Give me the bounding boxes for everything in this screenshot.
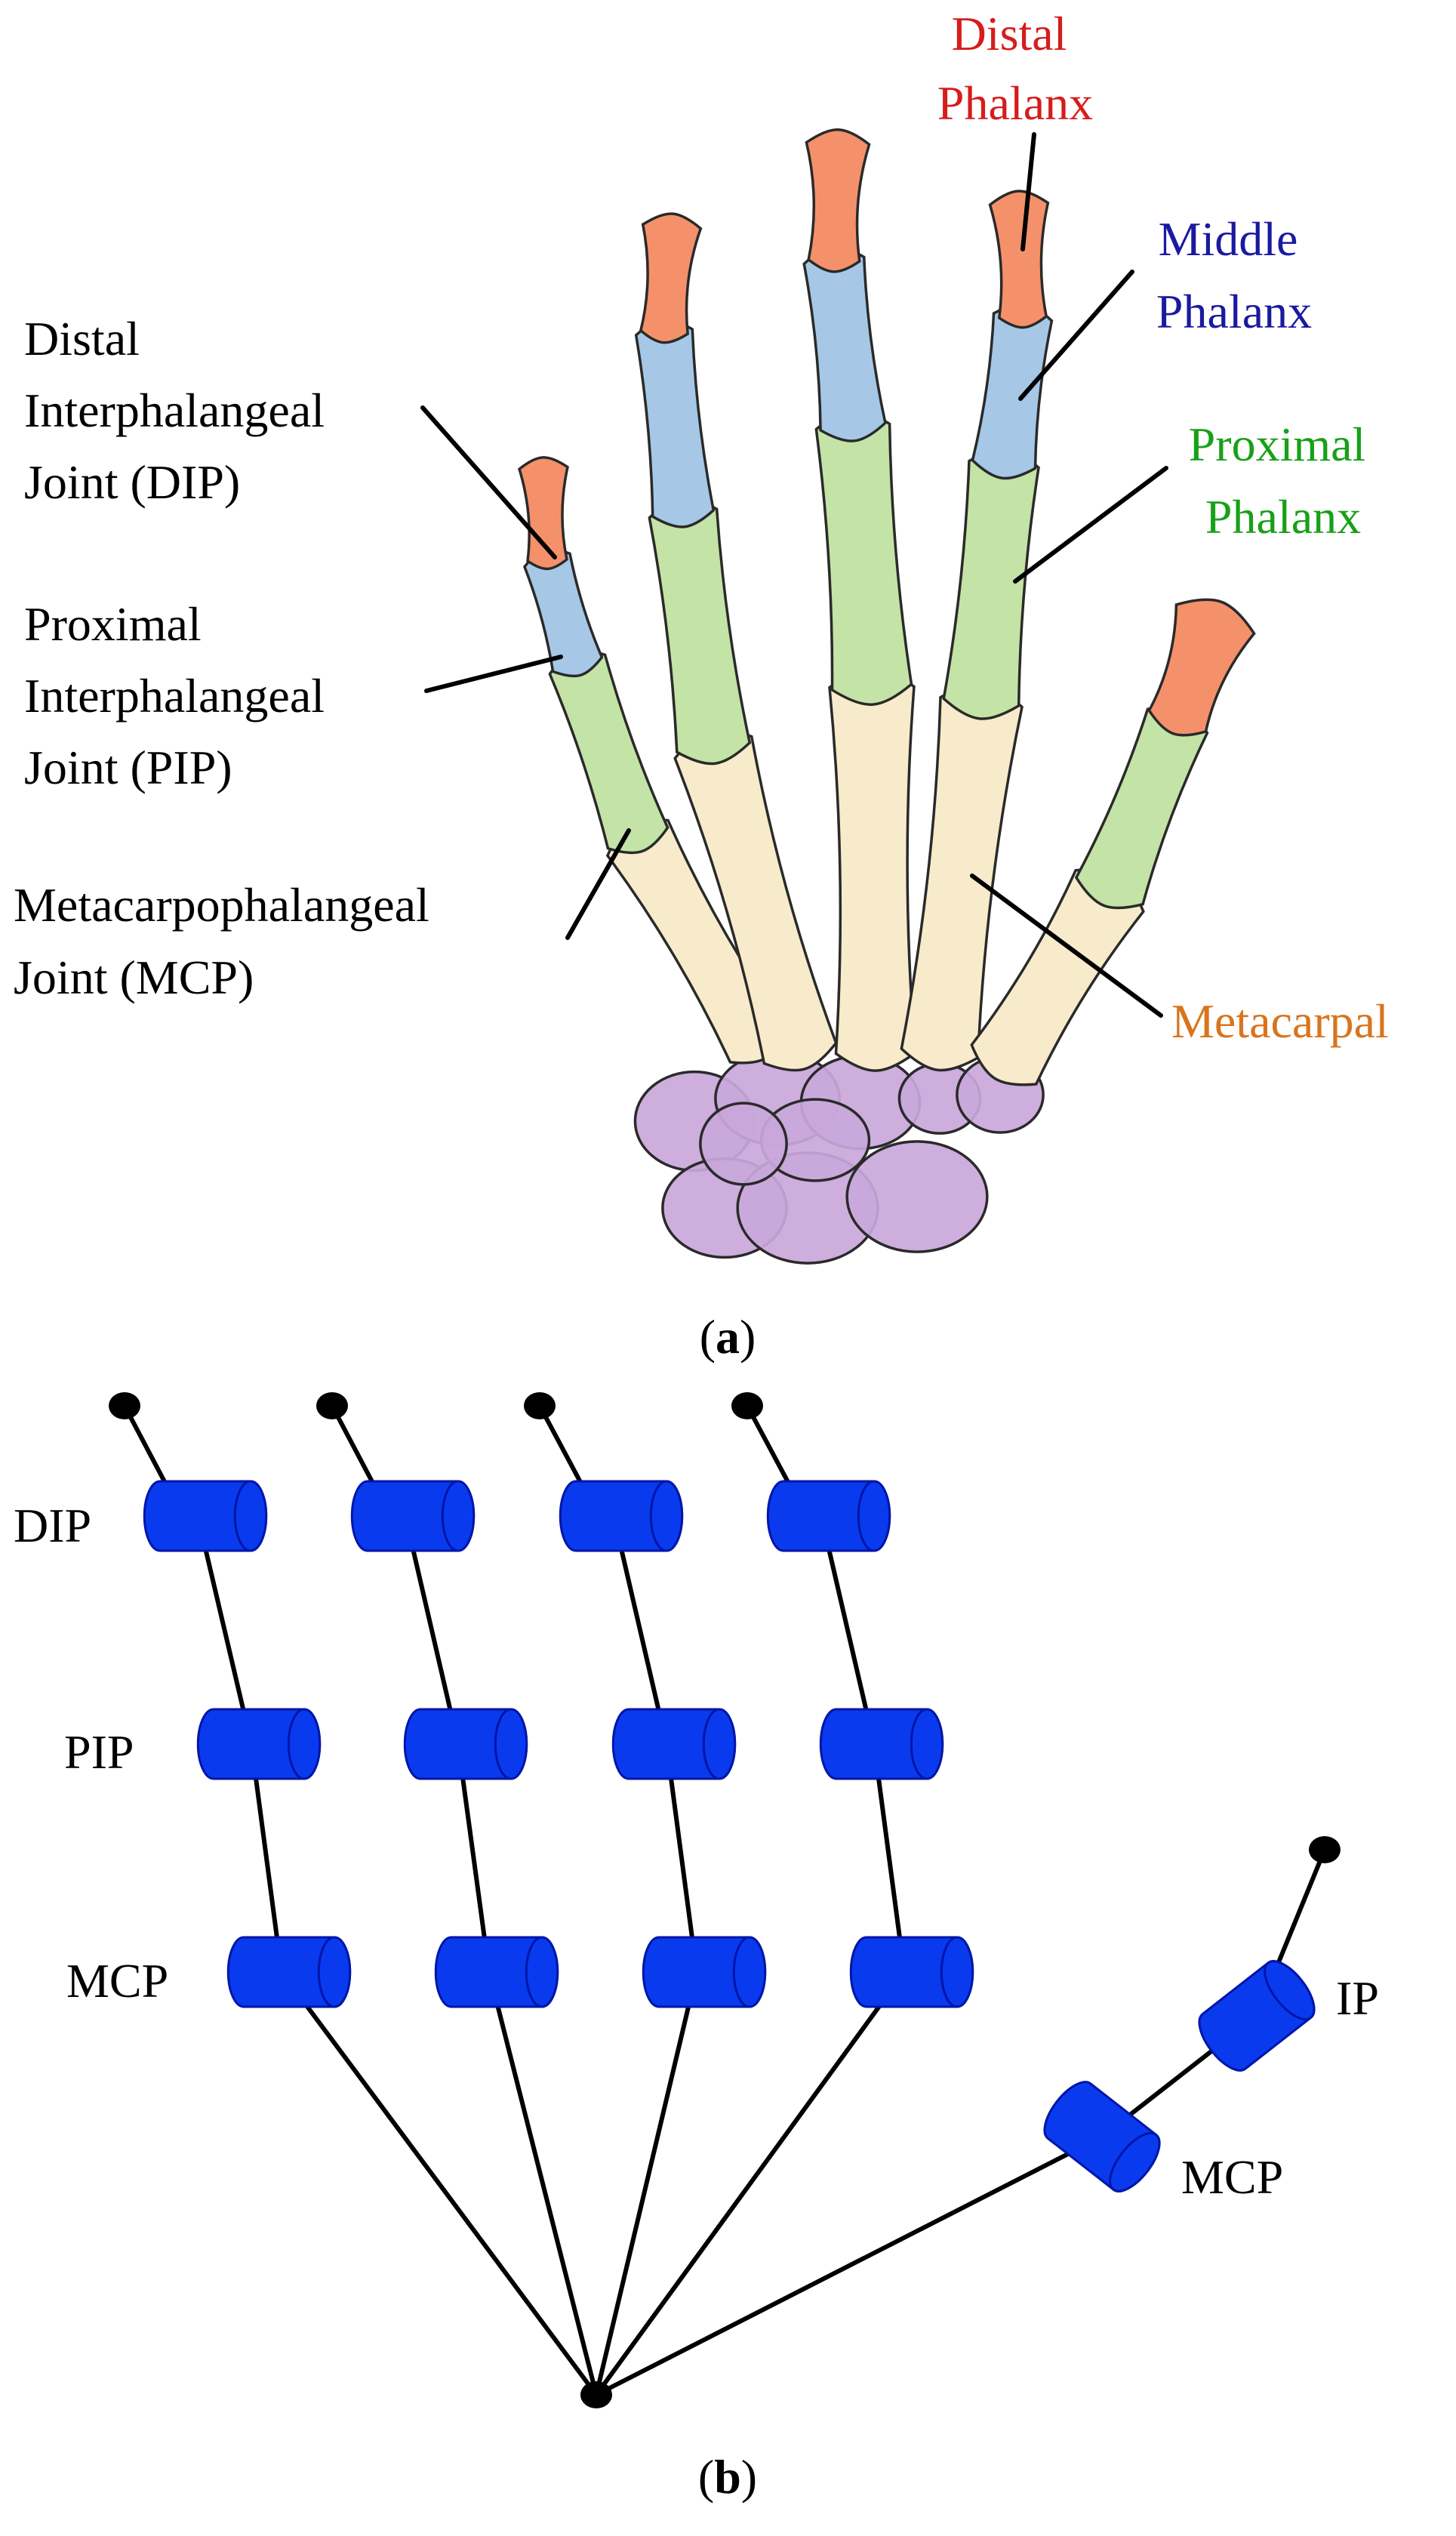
link-middle (403, 1514, 460, 1746)
metacarpal-ring (673, 728, 838, 1072)
metacarpal-middle (828, 667, 917, 1072)
link-thumb-metacarpal (594, 2134, 1104, 2397)
thumb-mcp-joint (1043, 2081, 1161, 2192)
kinematic-panel: DIP PIP MCP IP MCP (b) (14, 1392, 1379, 2504)
leader-distal-phalanx (1020, 132, 1036, 251)
proximal-phalanx-index (942, 447, 1040, 720)
metacarpal-bones (605, 667, 1145, 1086)
link-metacarpal (594, 1970, 699, 2397)
link-metacarpal (279, 1970, 599, 2397)
caption-a: (a) (700, 1310, 756, 1364)
link-proximal (456, 1742, 491, 1974)
carpal-bones (633, 1050, 1045, 1265)
pip-joint-1 (196, 1708, 322, 1780)
pip-joint-3 (611, 1708, 737, 1780)
row-label-mcp: MCP (66, 1954, 168, 2008)
label-pip: Proximal Interphalangeal Joint (PIP) (24, 597, 337, 794)
label-mcp: Metacarpophalangeal Joint (MCP) (14, 878, 442, 1004)
joint-cylinder-face (287, 1708, 322, 1780)
proximal-phalanges (548, 408, 1209, 910)
dip-joint-4 (766, 1480, 891, 1552)
joint-cylinder-face (317, 1936, 352, 2008)
link-proximal (872, 1742, 907, 1974)
distal-phalanx-middle (805, 128, 871, 273)
label-middle-phalanx: Middle Phalanx (1156, 212, 1312, 338)
thumb-label-ip: IP (1336, 1971, 1379, 2025)
joint-cylinder-face (1264, 1960, 1316, 2021)
base-dot (580, 2381, 612, 2408)
link-middle (195, 1514, 254, 1746)
middle-phalanx-index (971, 303, 1054, 480)
joint-cylinder-face (732, 1936, 767, 2008)
kinematic-links (109, 1392, 1341, 2408)
end-effector-dot (316, 1392, 348, 1419)
row-label-dip: DIP (14, 1499, 91, 1552)
leader-pip (424, 655, 563, 693)
thumb-tip-dot (1309, 1836, 1341, 1863)
leader-proximal-phalanx (1013, 466, 1168, 584)
link-middle (611, 1514, 669, 1746)
middle-phalanges (522, 245, 1054, 678)
caption-b: (b) (698, 2450, 757, 2504)
label-metacarpal: Metacarpal (1171, 994, 1389, 1048)
joint-cylinder-face (1109, 2131, 1161, 2192)
link-metacarpal (594, 1970, 907, 2397)
joint-cylinder-face (441, 1480, 476, 1552)
joint-cylinder-face (233, 1480, 268, 1552)
metacarpal-index (900, 683, 1024, 1072)
joint-cylinder-face (857, 1480, 891, 1552)
middle-phalanx-middle (802, 245, 887, 442)
link-proximal (249, 1742, 284, 1974)
end-effector-dot (109, 1392, 140, 1419)
dip-joint-1 (143, 1480, 268, 1552)
kinematic-joints (143, 1480, 1316, 2192)
row-label-pip: PIP (64, 1725, 134, 1779)
leader-middle-phalanx (1018, 270, 1134, 401)
anatomy-panel: Distal Phalanx Middle Phalanx Proximal P… (14, 7, 1389, 1364)
label-distal-phalanx: Distal Phalanx (937, 7, 1093, 130)
pip-joint-4 (819, 1708, 944, 1780)
dip-joint-3 (559, 1480, 684, 1552)
leader-dip (420, 405, 557, 559)
middle-phalanx-ring (634, 318, 716, 528)
label-proximal-phalanx: Proximal Phalanx (1189, 418, 1378, 544)
metacarpal-little (605, 818, 789, 1065)
proximal-phalanx-thumb (1074, 704, 1209, 910)
link-proximal (664, 1742, 699, 1974)
carpal-bone (845, 1140, 989, 1253)
end-effector-dot (524, 1392, 556, 1419)
distal-phalanges (518, 128, 1256, 737)
distal-phalanx-index (988, 190, 1050, 329)
leader-mcp (565, 828, 631, 940)
metacarpal-thumb (970, 868, 1145, 1086)
joint-cylinder-face (649, 1480, 684, 1552)
label-dip: Distal Interphalangeal Joint (DIP) (24, 312, 337, 509)
mcp-joint-2 (434, 1936, 559, 2008)
end-effector-dot (731, 1392, 763, 1419)
proximal-phalanx-middle (814, 408, 913, 706)
pip-joint-2 (403, 1708, 528, 1780)
dip-joint-2 (350, 1480, 476, 1552)
proximal-phalanx-ring (648, 497, 752, 766)
joint-cylinder-face (910, 1708, 944, 1780)
proximal-phalanx-little (548, 649, 670, 855)
leader-metacarpal (970, 874, 1163, 1018)
mcp-joint-4 (849, 1936, 974, 2008)
mcp-joint-3 (642, 1936, 767, 2008)
middle-phalanx-little (522, 548, 604, 678)
joint-cylinder-face (940, 1936, 974, 2008)
joint-cylinder-face (702, 1708, 737, 1780)
link-metacarpal (487, 1970, 599, 2397)
thumb-label-mcp: MCP (1181, 2150, 1283, 2204)
joint-cylinder-face (525, 1936, 559, 2008)
link-middle (819, 1514, 876, 1746)
distal-phalanx-ring (639, 212, 703, 344)
distal-phalanx-thumb (1147, 598, 1256, 737)
mcp-joint-1 (226, 1936, 352, 2008)
carpal-bone (699, 1102, 788, 1186)
distal-phalanx-little (518, 456, 569, 571)
thumb-ip-joint (1198, 1960, 1316, 2072)
joint-cylinder-face (494, 1708, 528, 1780)
